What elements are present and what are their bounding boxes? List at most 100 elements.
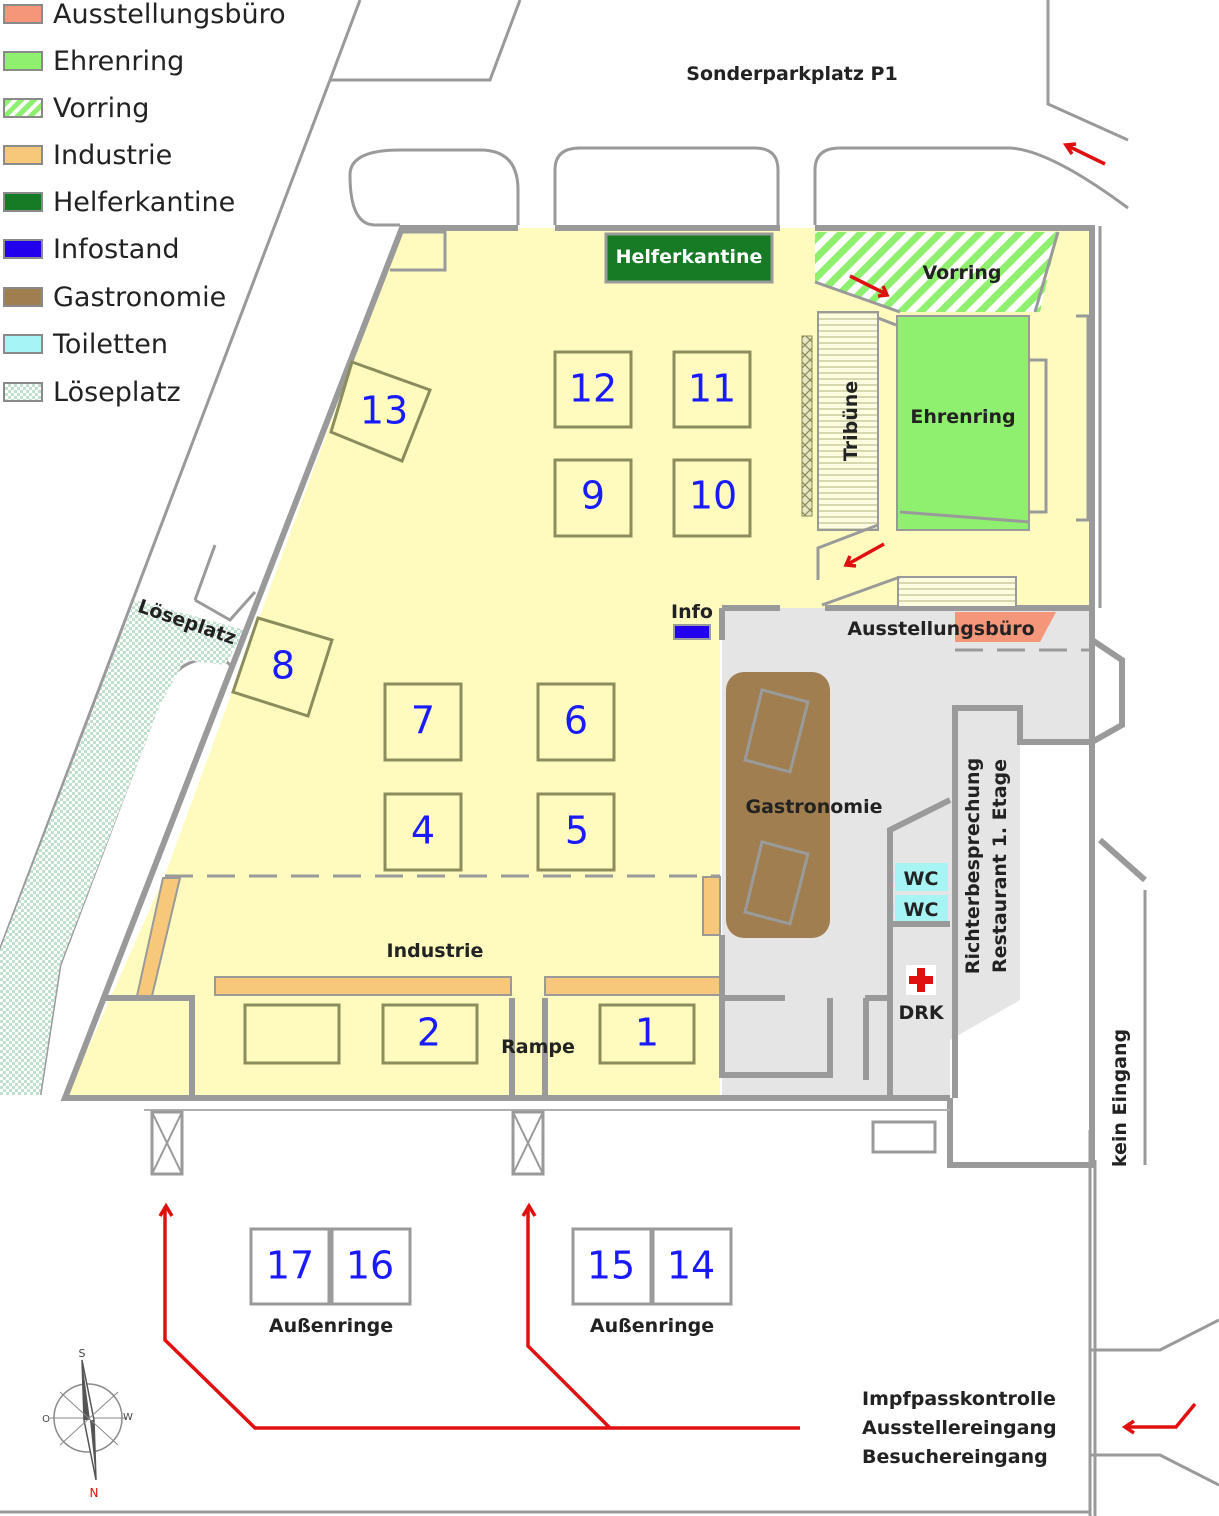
ring-number: 6	[564, 699, 588, 743]
richter-label-2: Restaurant 1. Etage	[989, 759, 1011, 973]
ring-6	[536, 682, 616, 762]
ring-number: 5	[565, 809, 589, 853]
legend-label: Löseplatz	[53, 376, 181, 408]
legend-item-ehrenring: Ehrenring	[0, 43, 184, 79]
swatch-helferkantine	[3, 192, 43, 212]
ring-number: 16	[346, 1244, 394, 1288]
kein-eingang-label: kein Eingang	[1109, 1029, 1131, 1167]
ehrenring-area	[896, 315, 1030, 531]
legend-label: Gastronomie	[53, 281, 227, 313]
ring-number: 17	[266, 1244, 314, 1288]
first-aid-icon	[906, 965, 936, 995]
ausstellungsbuero-label: Ausstellungsbüro	[847, 618, 1034, 640]
loeseplatz-area	[0, 600, 245, 1095]
wc-area-1	[895, 863, 948, 891]
industrie-booth	[243, 1003, 341, 1065]
ehrenring-label: Ehrenring	[910, 406, 1015, 428]
legend-label: Industrie	[53, 139, 173, 171]
tribuene-area	[817, 311, 879, 531]
compass-icon	[50, 1359, 126, 1481]
ring-number: 1	[635, 1011, 659, 1055]
tribuene-fence	[801, 335, 813, 517]
compass-s-label: S	[79, 1347, 86, 1360]
tribuene-label: Tribüne	[840, 381, 862, 461]
hall-walls	[60, 225, 1147, 1168]
ring-5	[536, 792, 616, 872]
swatch-ehrenring	[3, 51, 43, 71]
compass-n-label: N	[90, 1486, 99, 1500]
ring-number: 2	[417, 1011, 441, 1055]
ring-number: 14	[667, 1244, 715, 1288]
ring-13	[329, 360, 432, 463]
legend-item-vorring: Vorring	[0, 90, 149, 126]
industrie-label: Industrie	[387, 940, 484, 962]
industrie-stand-small	[702, 876, 721, 936]
gastronomie-label: Gastronomie	[745, 796, 882, 818]
ring-14	[651, 1227, 733, 1306]
drk-label: DRK	[898, 1002, 944, 1024]
parking-label: Sonderparkplatz P1	[686, 63, 897, 85]
swatch-gastronomie	[3, 287, 43, 307]
dashed-lines	[165, 648, 1092, 878]
richter-label-1: Richterbesprechung	[962, 758, 984, 974]
entrance-label-3: Besuchereingang	[862, 1446, 1048, 1468]
ring-2	[381, 1003, 479, 1065]
rampe-label: Rampe	[501, 1036, 575, 1058]
ring-1	[598, 1003, 696, 1065]
helferkantine-label: Helferkantine	[616, 246, 763, 268]
ring-number: 9	[581, 474, 605, 518]
compass-o-label: O	[42, 1414, 50, 1425]
infostand	[673, 624, 711, 640]
aussenringe-right-label: Außenringe	[590, 1315, 714, 1337]
swatch-infostand	[3, 239, 43, 259]
info-label: Info	[671, 601, 713, 623]
legend-item-toiletten: Toiletten	[0, 326, 168, 362]
swatch-toiletten	[3, 334, 43, 354]
ring-number: 8	[271, 644, 295, 688]
entrance-label-1: Impfpasskontrolle	[862, 1388, 1056, 1410]
industrie-stand-left	[214, 976, 512, 996]
ausstellungsbuero-area	[955, 612, 1056, 642]
legend-item-helferkantine: Helferkantine	[0, 184, 235, 220]
ring-11	[672, 350, 752, 429]
ring-16	[330, 1227, 412, 1306]
ring-number: 12	[569, 367, 617, 411]
industrie-stand-right	[544, 976, 722, 996]
ring-number: 4	[411, 809, 435, 853]
wc-label-1: WC	[904, 868, 939, 890]
ring-10	[672, 458, 752, 538]
entrance-label-2: Ausstellereingang	[862, 1417, 1057, 1439]
swatch-ausstellungsbuero	[3, 4, 43, 24]
ring-7	[383, 682, 463, 762]
legend-label: Helferkantine	[53, 186, 236, 218]
wc-label-2: WC	[904, 899, 939, 921]
ring-17	[249, 1227, 331, 1306]
wc-area-2	[895, 895, 948, 923]
legend-label: Toiletten	[53, 328, 168, 360]
legend-item-gastronomie: Gastronomie	[0, 279, 226, 315]
hall-floor-lower	[145, 1000, 720, 1100]
arrows	[158, 142, 1197, 1435]
ring-number: 7	[411, 699, 435, 743]
swatch-loeseplatz	[3, 382, 43, 402]
ring-8	[231, 616, 334, 718]
ring-number: 15	[587, 1244, 635, 1288]
legend-item-industrie: Industrie	[0, 137, 172, 173]
ring-9	[553, 458, 633, 538]
legend-item-infostand: Infostand	[0, 231, 180, 267]
legend-item-ausstellungsbuero: Ausstellungsbüro	[0, 0, 286, 32]
vorring-label: Vorring	[922, 262, 1001, 284]
swatch-vorring	[3, 98, 43, 118]
aussenringe-left-label: Außenringe	[269, 1315, 393, 1337]
compass-w-label: W	[123, 1412, 133, 1423]
vorring-area	[815, 232, 1058, 312]
legend-label: Infostand	[53, 233, 180, 265]
swatch-industrie	[3, 145, 43, 165]
helferkantine-area	[604, 232, 774, 284]
ring-15	[571, 1227, 653, 1306]
ring-4	[383, 792, 463, 872]
ring-number: 10	[689, 474, 737, 518]
ring-12	[553, 350, 633, 429]
legend-label: Ehrenring	[53, 45, 185, 77]
legend-label: Ausstellungsbüro	[53, 0, 286, 30]
